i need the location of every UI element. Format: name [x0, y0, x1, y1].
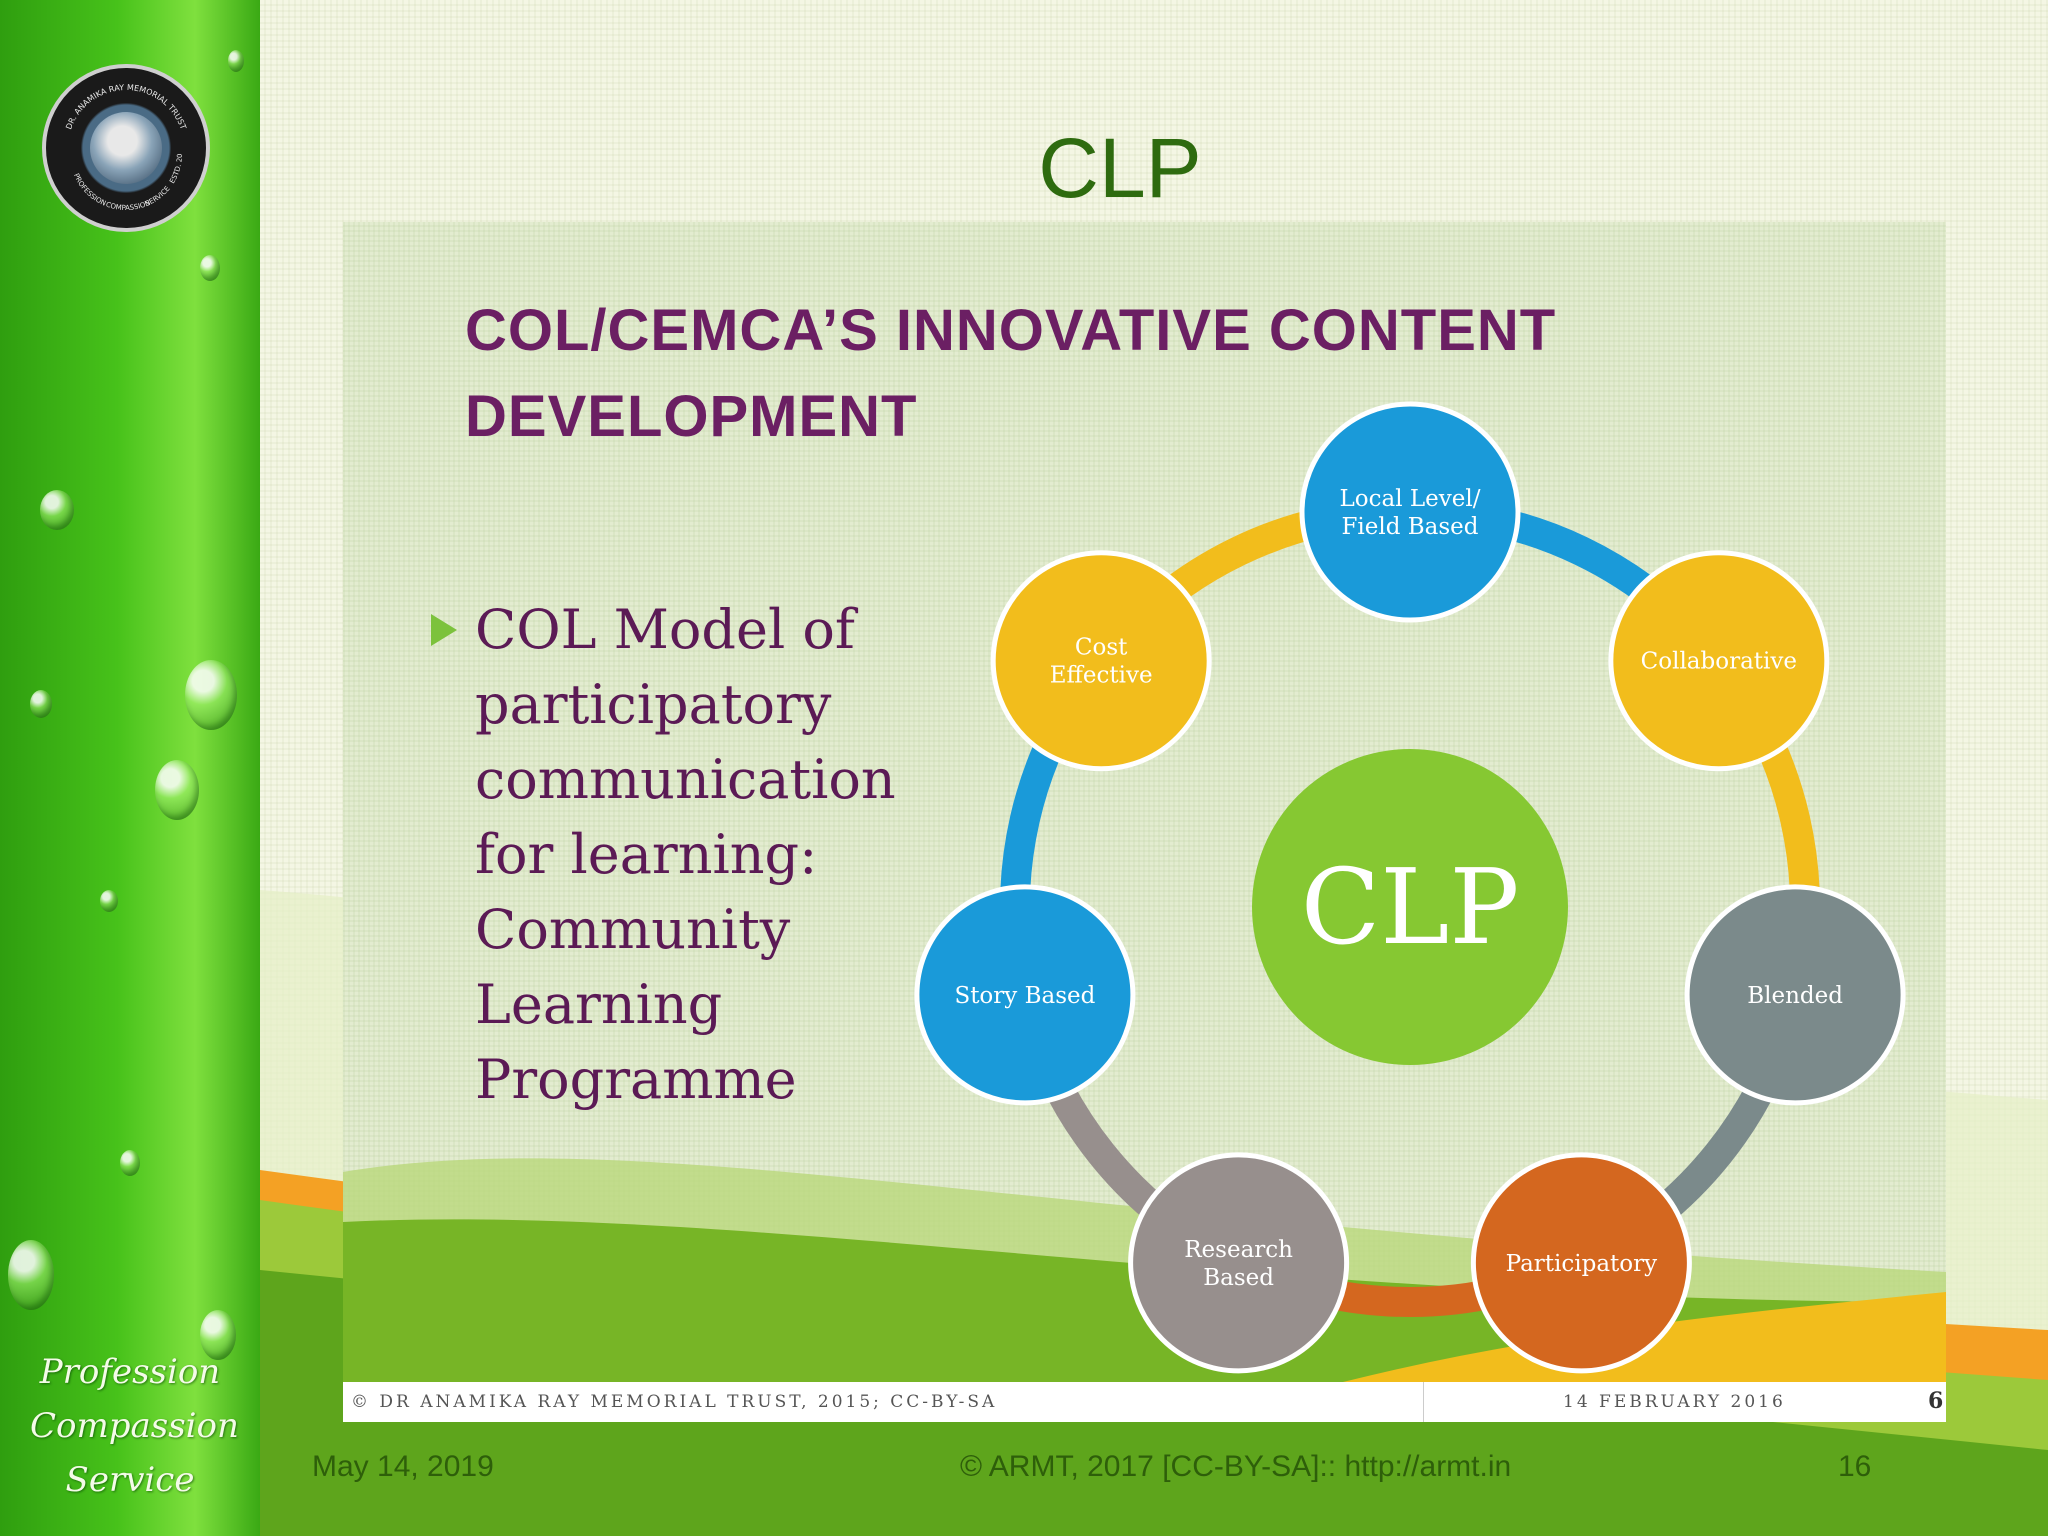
water-drop-icon [228, 50, 244, 72]
cycle-node-label: Blended [1747, 983, 1843, 1009]
trust-logo: DR. ANAMIKA RAY MEMORIAL TRUST PROFESSIO… [42, 64, 210, 232]
cycle-node-label: Research [1184, 1237, 1293, 1263]
water-drop-icon [8, 1240, 54, 1310]
embedded-footer-divider [1423, 1382, 1424, 1422]
bullet-line: COL Model of [475, 598, 855, 661]
embedded-footer-date: 14 FEBRUARY 2016 [1563, 1392, 1786, 1412]
svg-text:PROFESSION: PROFESSION [72, 172, 107, 207]
water-drop-icon [200, 1310, 236, 1360]
logo-portrait [90, 112, 162, 184]
cycle-node [1684, 884, 1906, 1106]
embedded-footer: © DR ANAMIKA RAY MEMORIAL TRUST, 2015; C… [343, 1382, 1946, 1422]
embedded-heading: COL/CEMCA’S INNOVATIVE CONTENT DEVELOPME… [465, 288, 1665, 460]
bullet-line: communication [475, 748, 896, 811]
cycle-node [1470, 1152, 1692, 1374]
svg-text:SERVICE: SERVICE [144, 185, 171, 208]
embedded-slide-image: COL/CEMCA’S INNOVATIVE CONTENT DEVELOPME… [343, 222, 1946, 1422]
svg-text:DR. ANAMIKA RAY MEMORIAL TRUST: DR. ANAMIKA RAY MEMORIAL TRUST [64, 83, 188, 131]
bullet-line: Programme [475, 1048, 797, 1111]
water-drop-icon [100, 890, 118, 912]
slide-title: CLP [1038, 121, 1202, 215]
embedded-footer-left: © DR ANAMIKA RAY MEMORIAL TRUST, 2015; C… [351, 1392, 998, 1412]
cycle-node-label: Cost [1075, 635, 1128, 661]
footer-copyright: © ARMT, 2017 [CC-BY-SA]:: http://armt.in [960, 1450, 1512, 1483]
embedded-heading-line: DEVELOPMENT [465, 384, 918, 449]
cycle-node-label: Local Level/ [1340, 486, 1481, 512]
water-drop-icon [120, 1150, 140, 1176]
cycle-node-label: Based [1203, 1265, 1274, 1291]
water-drop-icon [185, 660, 237, 730]
center-node [1252, 749, 1568, 1065]
bullet-line: Community [475, 898, 791, 961]
cycle-node [1128, 1152, 1350, 1374]
embedded-page-number: 6 [1928, 1388, 1944, 1414]
cycle-node-label: Field Based [1341, 514, 1478, 540]
cycle-node [914, 884, 1136, 1106]
cycle-node-label: Collaborative [1641, 649, 1797, 675]
tagline-line: Service [65, 1460, 195, 1500]
clp-cycle-diagram: CLP Local Level/Field BasedCollaborativeB… [914, 401, 1906, 1374]
embedded-heading-line: COL/CEMCA’S INNOVATIVE CONTENT [465, 298, 1557, 363]
bullet-line: Learning [475, 973, 723, 1036]
logo-ring-text: DR. ANAMIKA RAY MEMORIAL TRUST PROFESSIO… [46, 68, 188, 212]
tagline: Profession Compassion Service [30, 1345, 239, 1507]
tagline-line: Compassion [30, 1406, 239, 1446]
tagline-line: Profession [39, 1352, 221, 1392]
center-node-label: CLP [1301, 846, 1520, 968]
water-drop-icon [40, 490, 74, 530]
cycle-node-label: Story Based [954, 983, 1095, 1009]
water-drop-icon [30, 690, 52, 718]
bullet-text: COL Model of participatory communication… [475, 592, 935, 1117]
bullet-line: participatory [475, 673, 832, 736]
cycle-node [1608, 550, 1830, 772]
bullet-arrow-icon [431, 614, 457, 646]
bullet-line: for learning: [475, 823, 818, 886]
left-green-strip: DR. ANAMIKA RAY MEMORIAL TRUST PROFESSIO… [0, 0, 260, 1536]
water-drop-icon [155, 760, 199, 820]
cycle-node [990, 550, 1212, 772]
cycle-node [1299, 401, 1521, 623]
cycle-node-label: Effective [1050, 663, 1153, 689]
footer-date: May 14, 2019 [312, 1450, 494, 1483]
cycle-node-label: Participatory [1506, 1251, 1658, 1277]
water-drop-icon [200, 255, 220, 281]
footer-page-number: 16 [1838, 1450, 1872, 1483]
